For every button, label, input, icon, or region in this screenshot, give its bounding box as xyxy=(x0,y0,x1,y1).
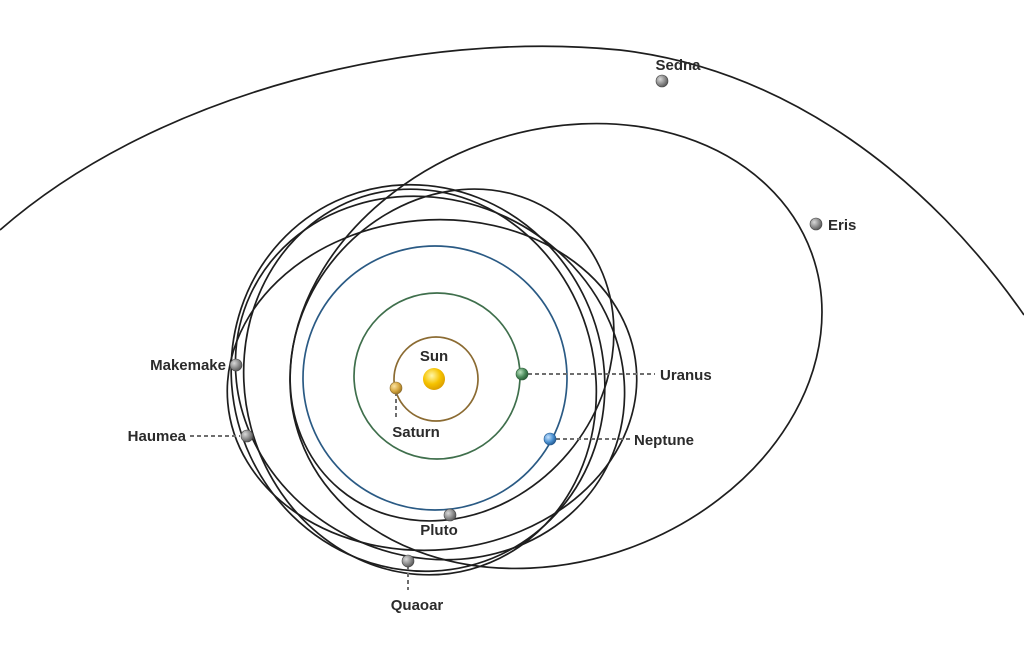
pluto-label: Pluto xyxy=(420,522,458,539)
quaoar-label: Quaoar xyxy=(391,597,444,614)
uranus-label: Uranus xyxy=(660,367,712,384)
pluto-orbit xyxy=(289,188,615,522)
sun-label: Sun xyxy=(420,348,448,365)
eris-label: Eris xyxy=(828,217,856,234)
neptune-icon xyxy=(543,432,557,446)
sedna-orbit xyxy=(0,45,1024,316)
quaoar-icon xyxy=(401,554,415,568)
saturn-label: Saturn xyxy=(392,424,440,441)
pluto-icon xyxy=(443,508,457,522)
eris-orbit xyxy=(289,122,823,570)
sedna-label: Sedna xyxy=(655,57,701,74)
haumea-orbit xyxy=(242,188,598,576)
makemake-label: Makemake xyxy=(150,357,226,374)
makemake-icon xyxy=(229,358,243,372)
neptune-orbit xyxy=(302,245,568,511)
haumea-label: Haumea xyxy=(128,428,187,445)
saturn-orbit xyxy=(393,336,479,422)
saturn-icon xyxy=(389,381,403,395)
extra-dwarf-orbit xyxy=(226,218,638,552)
uranus-icon xyxy=(515,367,529,381)
eris-icon xyxy=(809,217,823,231)
makemake-orbit xyxy=(230,183,606,573)
neptune-label: Neptune xyxy=(634,432,694,449)
haumea-icon xyxy=(240,429,254,443)
sedna-icon xyxy=(655,74,669,88)
sun-icon xyxy=(423,368,445,390)
